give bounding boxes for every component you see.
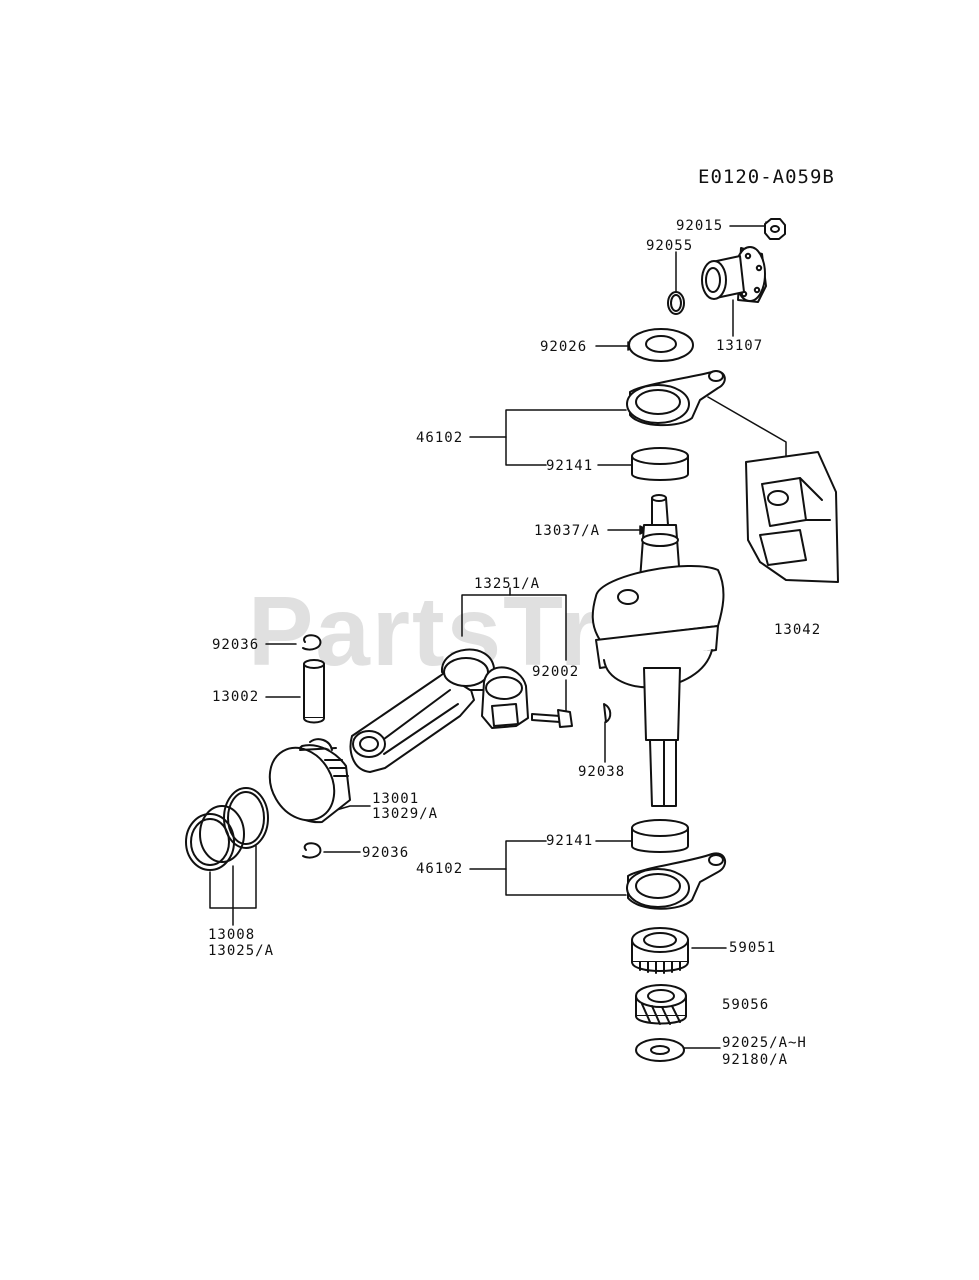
part-92015-nut [764,218,786,240]
label-46102-top[interactable]: 46102 [416,430,464,446]
label-92036-bottom[interactable]: 92036 [362,845,410,861]
label-13037[interactable]: 13037/A [534,523,601,539]
part-92025-shim [635,1038,685,1062]
label-13001[interactable]: 13001 [372,791,420,807]
part-92036-circlip-top [302,634,322,651]
label-92025[interactable]: 92025/A~H [722,1035,807,1051]
label-92141-bottom[interactable]: 92141 [546,833,594,849]
label-92180[interactable]: 92180/A [722,1052,789,1068]
label-92015[interactable]: 92015 [676,218,724,234]
part-13042-crankcase [745,451,839,583]
part-59056-helical-gear [635,984,687,1025]
part-92026-washer [628,328,694,362]
part-13037-crankshaft [591,494,725,807]
part-92036-circlip-bottom [302,842,322,859]
label-46102-bottom[interactable]: 46102 [416,861,464,877]
part-92141-bushing-bottom [631,819,689,853]
label-92141-top[interactable]: 92141 [546,458,594,474]
label-13008[interactable]: 13008 [208,927,256,943]
label-59056[interactable]: 59056 [722,997,770,1013]
part-13001-piston [268,738,351,824]
part-92141-bushing-top [631,447,689,481]
part-13002-piston-pin [303,659,325,724]
part-13107-flange [701,246,767,303]
part-13251-connecting-rod [349,648,495,773]
label-13107[interactable]: 13107 [716,338,764,354]
label-13002[interactable]: 13002 [212,689,260,705]
label-59051[interactable]: 59051 [729,940,777,956]
diagram-code: E0120-A059B [698,166,835,188]
part-59051-gear [631,927,689,974]
part-92055-o-ring [667,291,685,315]
label-13042[interactable]: 13042 [774,622,822,638]
label-92002[interactable]: 92002 [532,664,580,680]
part-rod-cap [481,666,529,729]
label-13029[interactable]: 13029/A [372,806,439,822]
part-92002-bolt [531,709,573,728]
label-92026[interactable]: 92026 [540,339,588,355]
label-92055[interactable]: 92055 [646,238,694,254]
part-46102-balancer-top [626,370,726,427]
label-13251[interactable]: 13251/A [474,576,541,592]
part-13008-piston-rings [185,787,269,871]
label-92036-top[interactable]: 92036 [212,637,260,653]
label-92038[interactable]: 92038 [578,764,626,780]
part-92038-key [603,703,612,723]
label-13025[interactable]: 13025/A [208,943,275,959]
part-46102-balancer-bottom [626,852,727,910]
